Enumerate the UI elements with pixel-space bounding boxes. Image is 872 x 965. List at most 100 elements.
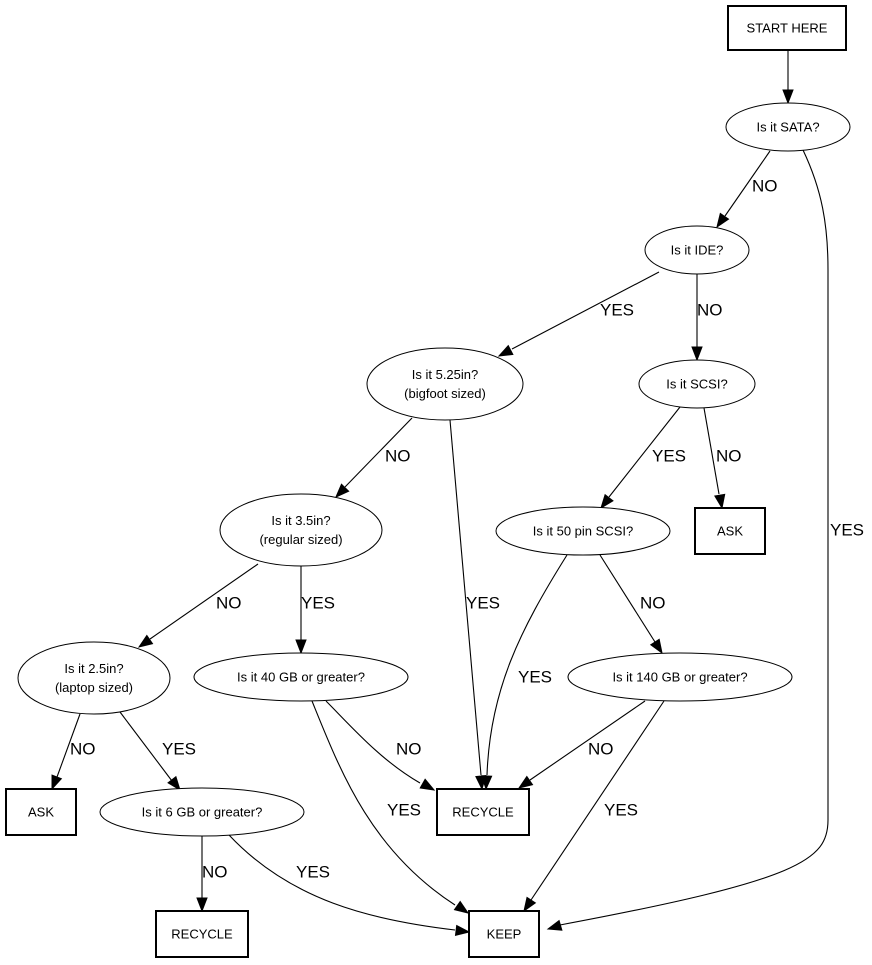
node-label: (bigfoot sized) [404,386,486,401]
node-label: Is it 2.5in? [64,661,123,676]
node-label: Is it IDE? [671,243,724,258]
arrowhead-icon [419,778,436,791]
decision-node-ide: Is it IDE? [644,225,750,275]
decision-node-pin50: Is it 50 pin SCSI? [495,506,671,556]
node-ellipse-shape [567,652,793,702]
edge-label: YES [604,801,638,820]
edge-label: NO [640,594,666,613]
edge-line [149,563,259,640]
arrowhead-icon [335,483,350,498]
edge-s25-ask2: NO [51,713,96,791]
node-label: Is it 3.5in? [271,513,330,528]
arrowhead-icon [546,919,563,931]
edge-start-sata [782,51,794,105]
arrowhead-icon [480,775,493,791]
node-box-shape [694,507,766,555]
edge-gb40-keep: YES [311,700,470,914]
node-label: KEEP [487,927,522,942]
edge-label: NO [70,740,96,759]
decision-node-gb140: Is it 140 GB or greater? [567,652,793,702]
terminal-node-ask1: ASK [694,507,766,555]
edge-label: YES [600,301,634,320]
edge-label: YES [301,594,335,613]
node-label: RECYCLE [171,927,233,942]
edge-line [559,149,829,926]
edge-label: NO [697,301,723,320]
edge-s25-gb6: YES [119,711,196,792]
terminal-node-recycle1: RECYCLE [436,788,530,836]
terminal-node-recycle2: RECYCLE [155,910,249,958]
decision-node-s25: Is it 2.5in?(laptop sized) [17,641,171,715]
edge-label: YES [466,594,500,613]
edge-scsi-ask1: NO [703,407,742,510]
edge-line [311,700,456,906]
edge-label: YES [652,447,686,466]
edge-line [344,417,413,488]
arrowhead-icon [714,493,726,510]
edge-line [608,406,681,498]
arrowhead-icon [454,924,471,937]
arrowhead-icon [453,900,470,914]
node-label: Is it 50 pin SCSI? [533,524,633,539]
edge-ide-s525: YES [497,271,660,357]
edge-s525-s35: NO [335,417,413,498]
node-label: (regular sized) [259,532,342,547]
arrowhead-icon [716,212,730,229]
edge-line [724,150,771,217]
arrowhead-icon [51,774,63,791]
arrowhead-icon [782,89,794,105]
edge-line [599,554,656,643]
node-label: ASK [28,805,54,820]
edge-ide-scsi: NO [691,274,723,362]
arrowhead-icon [517,775,534,789]
node-ellipse-shape [638,359,756,409]
decision-node-gb6: Is it 6 GB or greater? [99,787,305,837]
node-label: START HERE [747,21,828,36]
edge-label: NO [202,863,228,882]
node-box-shape [468,910,540,958]
edge-line [119,711,173,782]
node-ellipse-shape [644,225,750,275]
decision-node-sata: Is it SATA? [725,102,851,152]
node-ellipse-shape [495,506,671,556]
arrowhead-icon [523,896,537,913]
edge-s35-s25: NO [137,563,259,648]
node-ellipse-shape [193,652,409,702]
node-box-shape [436,788,530,836]
node-ellipse-shape [17,641,171,715]
edge-line [703,407,720,495]
node-label: ASK [717,524,743,539]
node-ellipse-shape [99,787,305,837]
edge-label: YES [296,863,330,882]
edge-line [228,834,456,931]
arrowhead-icon [649,638,663,655]
decision-node-scsi: Is it SCSI? [638,359,756,409]
edge-line [529,700,646,781]
edge-line [511,271,660,350]
edge-label: YES [162,740,196,759]
node-label: Is it 140 GB or greater? [612,670,747,685]
terminal-node-start: START HERE [727,5,847,51]
node-box-shape [727,5,847,51]
decision-node-gb40: Is it 40 GB or greater? [193,652,409,702]
decision-node-s525: Is it 5.25in?(bigfoot sized) [366,347,524,421]
edge-label: NO [385,447,411,466]
terminal-node-keep: KEEP [468,910,540,958]
edge-line [325,700,421,784]
terminal-node-ask2: ASK [5,788,77,836]
node-label: Is it SATA? [756,120,819,135]
arrowhead-icon [196,897,208,913]
edge-label: NO [216,594,242,613]
edge-label: NO [752,177,778,196]
edge-gb40-recycle1: NO [325,700,436,791]
node-box-shape [5,788,77,836]
arrowhead-icon [497,344,514,357]
node-ellipse-shape [219,493,383,567]
edge-label: YES [830,521,864,540]
arrowhead-icon [167,775,181,792]
edge-gb140-keep: YES [523,700,665,913]
edge-label: NO [716,447,742,466]
edge-s525-recycle1: YES [449,419,500,791]
